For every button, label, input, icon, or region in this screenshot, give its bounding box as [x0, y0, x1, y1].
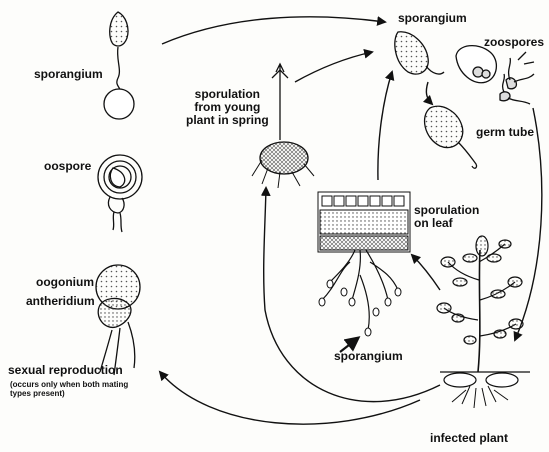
- arrow-spring-to-sporangium: [295, 52, 372, 82]
- label-sporulation-spring: sporulation from young plant in spring: [186, 88, 269, 127]
- label-oospore: oospore: [44, 160, 91, 173]
- arrow-plant-to-leaf-sporulation: [412, 255, 440, 290]
- arrow-left-sporangium-to-top-sporangium: [162, 17, 385, 44]
- label-germ-tube: germ tube: [476, 126, 534, 139]
- sporangium-top-right-drawing: [395, 32, 444, 74]
- oogonium-antheridium-drawing: [96, 265, 140, 375]
- zoospores-drawing: [456, 46, 534, 104]
- label-infected-plant: infected plant: [430, 432, 508, 445]
- label-antheridium: antheridium: [26, 295, 95, 308]
- arrow-germ-tube-to-infected-plant: [515, 108, 542, 340]
- arrow-sporangium-to-germ-tube: [426, 82, 432, 104]
- infected-plant-drawing: [437, 236, 530, 408]
- label-zoospores: zoospores: [484, 36, 544, 49]
- arrow-leaf-to-sporangium: [378, 72, 392, 180]
- germ-tube-drawing: [425, 106, 477, 168]
- label-sporangium-bottom: sporangium: [334, 350, 403, 363]
- label-sporulation-on-leaf: sporulation on leaf: [414, 204, 479, 230]
- leaf-section-drawing: [318, 192, 410, 336]
- oospore-drawing: [98, 155, 142, 232]
- arrow-plant-to-sexual-reproduction: [160, 372, 420, 424]
- label-sporangium-top: sporangium: [398, 12, 467, 25]
- sporangium-left-drawing: [104, 12, 134, 119]
- label-sexual-reproduction: sexual reproduction: [8, 364, 123, 377]
- label-oogonium: oogonium: [36, 276, 94, 289]
- label-sporangium-left: sporangium: [34, 68, 103, 81]
- label-sexual-reproduction-note: (occurs only when both mating types pres…: [10, 380, 128, 398]
